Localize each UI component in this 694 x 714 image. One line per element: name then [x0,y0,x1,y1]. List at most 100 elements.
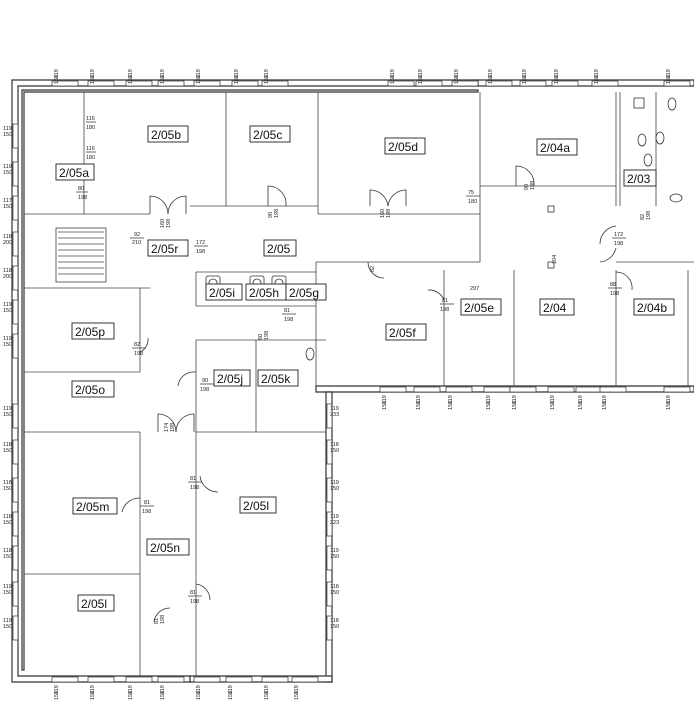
window-dim-height: 150 [3,624,12,630]
room-label-205i: 2/05i [209,286,235,300]
door-dim-height: 198 [264,331,270,340]
window-frame [326,511,333,537]
door-dim-height: 198 [160,615,166,624]
window-dim-width: 119 [54,685,60,694]
window-dim-width: 119 [554,69,560,78]
window-dim-width: 119 [3,584,12,590]
window-dim-height: 150 [330,590,339,596]
window-frame [51,80,79,87]
window-dim-height: 150 [3,554,12,560]
window-dim-width: 119 [602,395,608,404]
window-frame [12,333,19,359]
window-dim-height: 150 [330,554,339,560]
label-box-205e [460,298,502,316]
window-frame [445,386,473,393]
window-dim-width: 118 [330,618,339,624]
label-box-204 [539,298,575,316]
room-label-205f: 2/05f [389,326,416,340]
door-dim-height: 198 [614,241,623,247]
window-frame [575,386,603,393]
window-dim-width: 119 [578,395,584,404]
window-dim-height: 150 [550,401,556,410]
window-frame [261,676,289,683]
door-dim-num: 90 [268,212,274,218]
door-dim-height: 198 [190,599,199,605]
window-dim-height: 150 [486,401,492,410]
window-dim-height: 200 [3,240,12,246]
door-swings [121,165,633,623]
window-frame [87,676,115,683]
label-box-205c [249,125,291,143]
interior-walls [24,92,694,676]
window-dim-width: 119 [90,69,96,78]
window-frame [157,80,185,87]
window-dim-height: 150 [3,590,12,596]
window-frame [326,403,333,429]
room-label-204a: 2/04a [540,141,570,155]
room-label-205a: 2/05a [59,166,89,180]
window-frame [12,123,19,149]
window-frame [12,511,19,537]
room-labels: 2/05a 2/05b 2/05c 2/05d 2/04a 2/03 2/05r… [55,125,675,612]
label-box-205b [147,125,189,143]
door-dim-num: 88 [610,282,616,288]
window-dim-height: 150 [3,132,12,138]
window-frame [12,545,19,571]
window-dim-height: 150 [330,448,339,454]
door-dim-num: 81 [442,298,448,304]
window-dim-height: 150 [128,75,134,84]
door-dim-num: 172 [196,240,205,246]
window-frame [547,386,575,393]
window-frame [551,80,579,87]
window-dim-height: 223 [330,520,339,526]
staircase [55,227,107,283]
dim-104: 104 [552,255,558,264]
window-dim-width: 118 [3,234,12,240]
window-dim-width: 119 [486,395,492,404]
window-dim-width: 119 [594,69,600,78]
label-box-204a [536,138,578,156]
window-dim-width: 119 [90,685,96,694]
room-label-204: 2/04 [543,301,567,315]
window-dim-height: 150 [160,75,166,84]
window-frame [231,80,259,87]
window-dim-height: 150 [294,691,300,700]
window-dim-width: 119 [330,548,339,554]
window-dim-width: 119 [550,395,556,404]
window-dim-width: 119 [488,69,494,78]
room-label-205g: 2/05g [289,286,319,300]
window-dim-height: 150 [3,520,12,526]
window-dim-height: 150 [666,75,672,84]
window-dim-width: 119 [330,406,339,412]
label-box-205f [385,323,427,341]
window-dim-height: 150 [264,691,270,700]
door-dim-num: 80 [78,186,84,192]
window-frame [12,231,19,257]
window-dim-height: 150 [3,486,12,492]
window-dim-width: 119 [512,395,518,404]
